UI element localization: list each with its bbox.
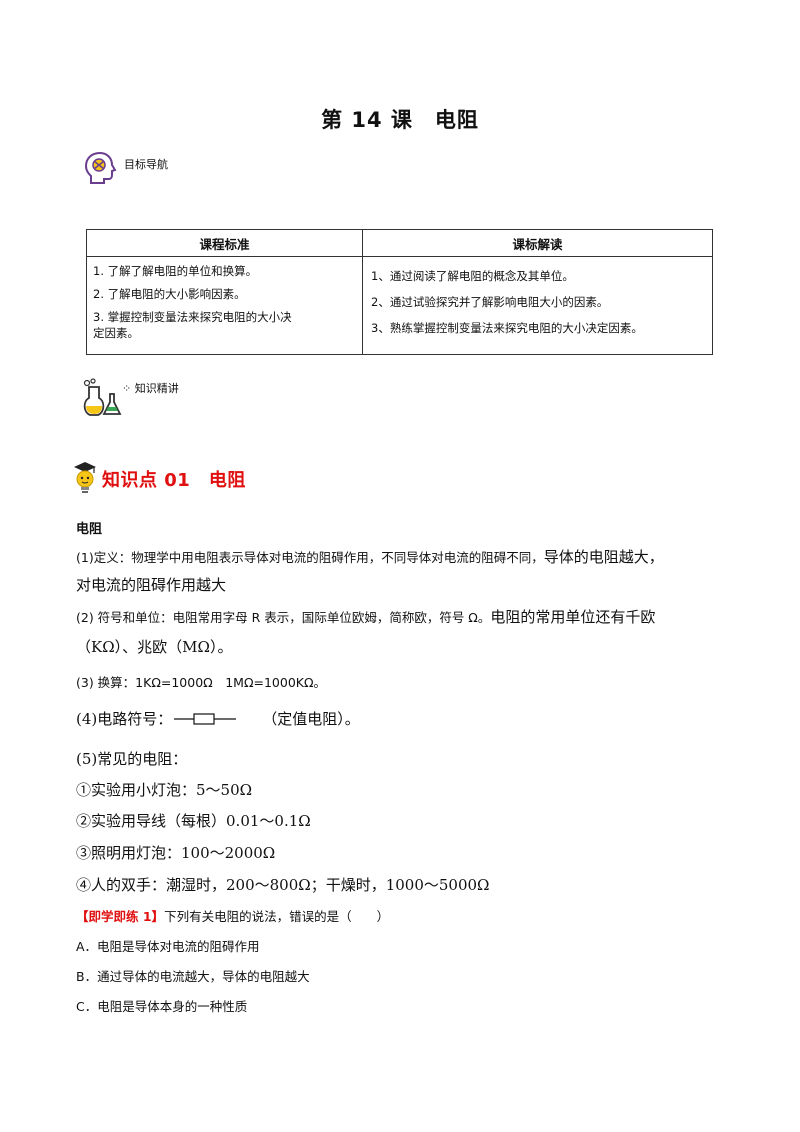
curriculum-table: 课程标准 课标解读 1. 了解了解电阻的单位和换算。 2. 了解电阻的大小影响因… [86, 229, 713, 355]
interpretation-item: 2、通过试验探究并了解影响电阻大小的因素。 [371, 294, 609, 309]
resistor-symbol-icon [174, 712, 237, 725]
symbol-line-1: (2) 符号和单位：电阻常用字母 R 表示，国际单位欧姆，简称欧，符号 Ω。电阻… [76, 608, 656, 626]
table-header-standard: 课程标准 [86, 229, 363, 257]
interpretation-item: 3、熟练掌握控制变量法来探究电阻的大小决定因素。 [371, 320, 643, 335]
standard-item: 2. 了解电阻的大小影响因素。 [93, 287, 246, 301]
knowledge-point-title: 知识点 01 电阻 [102, 470, 246, 491]
common-resistance-item: ③照明用灯泡：100～2000Ω [76, 844, 276, 862]
circuit-symbol-line: (4)电路符号： （定值电阻）。 [76, 710, 360, 728]
exercise-tag: 【即学即练 1】 [76, 909, 165, 924]
flask-icon [83, 378, 122, 416]
goal-section-header: 目标导航 [82, 150, 168, 186]
option-c: C．电阻是导体本身的一种性质 [76, 999, 248, 1014]
common-resistance-item: ④人的双手：潮湿时，200～800Ω；干燥时，1000～5000Ω [76, 876, 490, 894]
graduate-lightbulb-icon [74, 462, 96, 493]
conversion-line: (3) 换算：1KΩ=1000Ω 1MΩ=1000KΩ。 [76, 675, 327, 690]
definition-line-1: (1)定义：物理学中用电阻表示导体对电流的阻碍作用，不同导体对电流的阻碍不同，导… [76, 548, 664, 566]
exercise-question: 【即学即练 1】下列有关电阻的说法，错误的是（ ） [76, 909, 390, 924]
symbol-line-2: （KΩ）、兆欧（MΩ）。 [76, 638, 233, 656]
sparkle-icon: ⁘ [122, 382, 132, 395]
interpretation-item: 1、通过阅读了解电阻的概念及其单位。 [371, 268, 574, 283]
subheading: 电阻 [76, 522, 103, 537]
option-a: A．电阻是导体对电流的阻碍作用 [76, 939, 260, 954]
definition-line-2: 对电流的阻碍作用越大 [76, 576, 227, 594]
goal-section-label: 目标导航 [124, 158, 168, 171]
knowledge-point-heading: 知识点 01 电阻 [70, 460, 246, 496]
common-resistance-item: ②实验用导线（每根）0.01～0.1Ω [76, 812, 311, 830]
standard-cell: 1. 了解了解电阻的单位和换算。 2. 了解电阻的大小影响因素。 3. 掌握控制… [86, 256, 363, 355]
knowledge-section-header: ⁘ 知识精讲 [80, 378, 179, 418]
common-resistance-heading: (5)常见的电阻： [76, 750, 188, 768]
standard-item: 1. 了解了解电阻的单位和换算。 [93, 264, 258, 278]
option-b: B．通过导体的电流越大，导体的电阻越大 [76, 969, 310, 984]
common-resistance-item: ①实验用小灯泡：5～50Ω [76, 781, 253, 799]
interpretation-cell: 1、通过阅读了解电阻的概念及其单位。 2、通过试验探究并了解影响电阻大小的因素。… [362, 256, 713, 355]
table-header-interpretation: 课标解读 [362, 229, 713, 257]
standard-item: 3. 掌握控制变量法来探究电阻的大小决 [93, 310, 292, 324]
knowledge-section-label: ⁘ 知识精讲 [122, 382, 179, 395]
page-title: 第 14 课 电阻 [321, 108, 479, 132]
brain-head-icon [84, 151, 117, 184]
standard-item-cont: 定因素。 [93, 326, 139, 340]
